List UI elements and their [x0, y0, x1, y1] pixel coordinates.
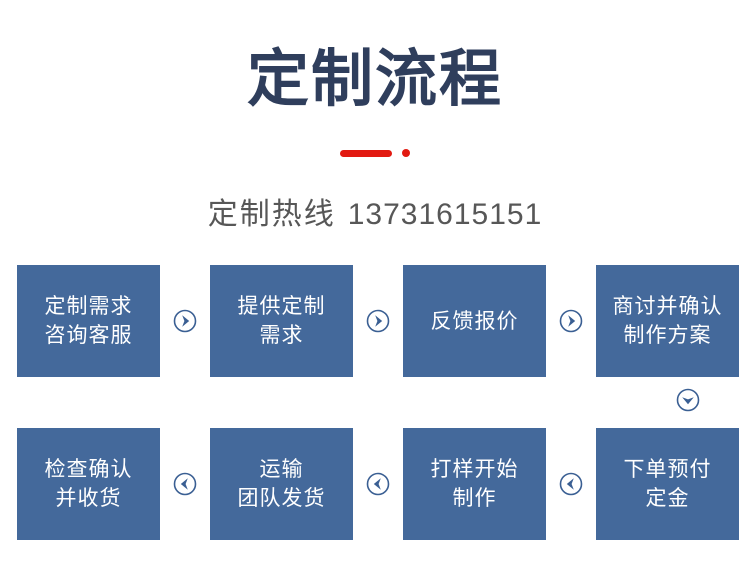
- connector-2-3: [353, 265, 403, 377]
- step-box-6-line-1: 打样开始: [430, 458, 519, 481]
- step-box-6[interactable]: 打样开始 制作: [403, 428, 546, 540]
- step-box-3[interactable]: 反馈报价: [403, 265, 546, 377]
- connector-6-7: [353, 428, 403, 540]
- step-box-7[interactable]: 运输 团队发货: [210, 428, 353, 540]
- step-box-7-line-2: 团队发货: [237, 487, 326, 510]
- arrow-right-icon: [366, 309, 390, 333]
- red-divider-dot: [402, 149, 410, 157]
- arrow-right-icon: [559, 309, 583, 333]
- connector-1-2: [160, 265, 210, 377]
- step-box-5-line-1: 下单预付: [623, 458, 712, 481]
- red-divider-bar: [340, 149, 392, 157]
- arrow-right-icon: [173, 309, 197, 333]
- step-box-5[interactable]: 下单预付 定金: [596, 428, 739, 540]
- step-box-4-line-2: 制作方案: [623, 324, 712, 347]
- hotline-label: 定制热线: [207, 198, 336, 231]
- connector-7-8: [160, 428, 210, 540]
- step-box-4-line-1: 商讨并确认: [612, 295, 723, 318]
- step-box-1-line-2: 咨询客服: [44, 324, 133, 347]
- hotline: 定制热线 13731615151: [0, 195, 750, 235]
- step-box-2[interactable]: 提供定制 需求: [210, 265, 353, 377]
- step-box-8-line-1: 检查确认: [44, 458, 133, 481]
- step-box-2-line-2: 需求: [259, 324, 304, 347]
- step-box-4[interactable]: 商讨并确认 制作方案: [596, 265, 739, 377]
- arrow-left-icon: [366, 472, 390, 496]
- page-title: 定制流程: [246, 45, 503, 114]
- connector-3-4: [546, 265, 596, 377]
- hotline-number: 13731615151: [347, 198, 543, 231]
- arrow-down-icon: [676, 388, 700, 412]
- step-box-8-line-2: 并收货: [55, 487, 122, 510]
- arrow-left-icon: [559, 472, 583, 496]
- step-box-1-line-1: 定制需求: [44, 295, 133, 318]
- step-box-7-line-1: 运输: [259, 458, 304, 481]
- title-divider: [0, 146, 750, 160]
- flow-row-2: 检查确认 并收货 运输 团队发货 打样开始 制作: [17, 428, 739, 540]
- step-box-3-line-1: 反馈报价: [430, 309, 519, 333]
- flow-row-1: 定制需求 咨询客服 提供定制 需求 反馈报价: [17, 265, 739, 377]
- arrow-left-icon: [173, 472, 197, 496]
- step-box-2-line-1: 提供定制: [237, 295, 326, 318]
- step-box-5-line-2: 定金: [645, 487, 690, 510]
- step-box-8[interactable]: 检查确认 并收货: [17, 428, 160, 540]
- connector-5-6: [546, 428, 596, 540]
- connector-row1-row2: [676, 388, 700, 412]
- step-box-6-line-2: 制作: [452, 487, 497, 510]
- step-box-1[interactable]: 定制需求 咨询客服: [17, 265, 160, 377]
